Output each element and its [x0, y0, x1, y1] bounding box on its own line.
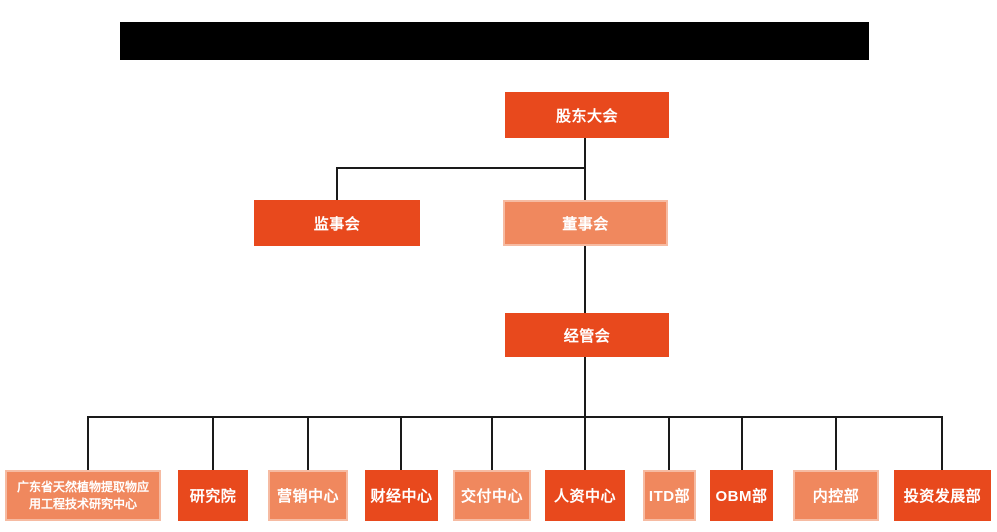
- connector-branch-horizontal: [336, 167, 586, 169]
- org-node-label: 财经中心: [370, 488, 433, 505]
- connector-management-to-distribution: [584, 357, 586, 417]
- org-node-hr-center: 人资中心: [545, 470, 625, 521]
- org-node-delivery-center: 交付中心: [453, 470, 531, 521]
- connector-drop-research-center: [87, 416, 89, 470]
- connector-distribution-horizontal: [87, 416, 943, 418]
- org-node-shareholders-meeting: 股东大会: [505, 92, 669, 138]
- org-node-label: 投资发展部: [903, 488, 982, 505]
- org-node-label: 营销中心: [276, 488, 339, 505]
- org-node-label: 广东省天然植物提取物应 用工程技术研究中心: [16, 480, 149, 511]
- org-node-label: 监事会: [313, 215, 361, 233]
- org-node-label: 内控部: [812, 488, 860, 505]
- org-node-label: 经管会: [563, 327, 611, 345]
- connector-drop-hr-center: [584, 416, 586, 470]
- connector-drop-delivery-center: [491, 416, 493, 470]
- org-node-internal-control-department: 内控部: [793, 470, 879, 521]
- org-node-supervisory-board: 监事会: [254, 200, 420, 246]
- org-node-label: 交付中心: [460, 488, 523, 505]
- org-node-board-of-directors: 董事会: [503, 200, 668, 246]
- connector-drop-supervisory-board: [336, 167, 338, 200]
- connector-drop-finance-center: [400, 416, 402, 470]
- connector-drop-internal-control: [835, 416, 837, 470]
- connector-drop-investment-development: [941, 416, 943, 470]
- redacted-title-bar: [120, 22, 869, 60]
- connector-shareholders-to-directors: [584, 138, 586, 200]
- org-node-research-institute: 研究院: [178, 470, 248, 521]
- org-node-label: 研究院: [189, 488, 237, 505]
- connector-drop-marketing-center: [307, 416, 309, 470]
- connector-drop-research-institute: [212, 416, 214, 470]
- org-node-investment-development-department: 投资发展部: [894, 470, 991, 521]
- org-node-label: 股东大会: [555, 107, 618, 125]
- org-node-obm-department: OBM部: [710, 470, 773, 521]
- org-node-itd-department: ITD部: [643, 470, 696, 521]
- org-node-marketing-center: 营销中心: [268, 470, 348, 521]
- org-node-label: 人资中心: [553, 488, 616, 505]
- org-node-label: OBM部: [715, 488, 768, 505]
- org-node-label: ITD部: [648, 488, 691, 505]
- connector-directors-to-management: [584, 246, 586, 313]
- org-node-management-committee: 经管会: [505, 313, 669, 357]
- org-node-research-center: 广东省天然植物提取物应 用工程技术研究中心: [5, 470, 161, 521]
- connector-drop-obm-department: [741, 416, 743, 470]
- connector-drop-itd-department: [668, 416, 670, 470]
- org-node-label: 董事会: [562, 215, 609, 233]
- org-node-finance-center: 财经中心: [365, 470, 438, 521]
